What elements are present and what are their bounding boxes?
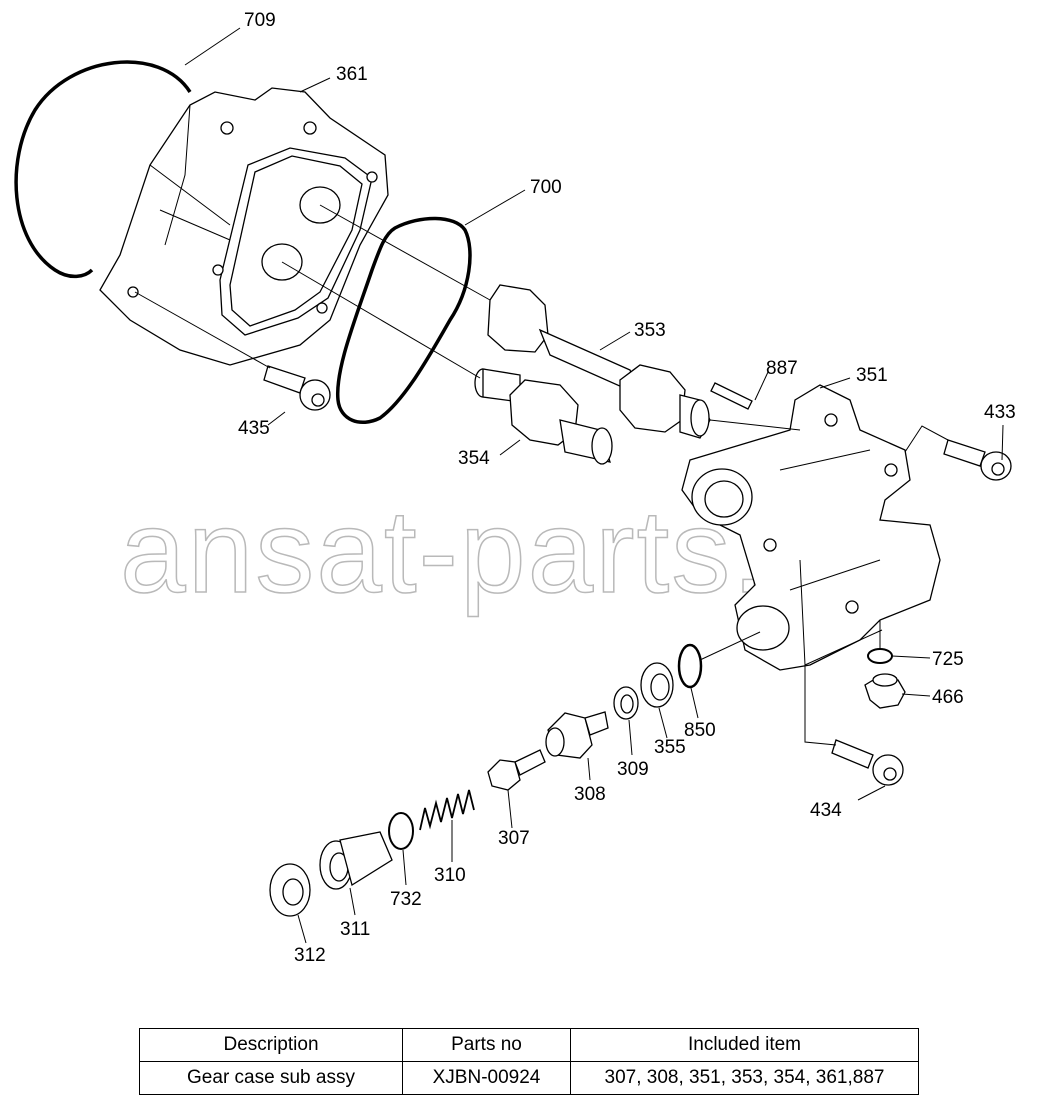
part-850-snap-ring	[677, 643, 703, 689]
table-header-included-item: Included item	[570, 1028, 919, 1062]
part-311-adjusting-screw	[319, 831, 393, 890]
exploded-parts-diagram: ansat-parts.ru	[14, 10, 1016, 966]
callout-466: 466	[932, 687, 964, 708]
callout-308: 308	[574, 784, 606, 805]
table-cell-description: Gear case sub assy	[139, 1061, 403, 1095]
callout-310: 310	[434, 865, 466, 886]
part-353-drive-gear-shaft	[487, 284, 711, 439]
part-307-poppet	[487, 749, 546, 791]
parts-table: Description Parts no Included item Gear …	[139, 1028, 919, 1095]
callout-700: 700	[530, 177, 562, 198]
callout-725: 725	[932, 649, 964, 670]
part-725-o-ring	[867, 648, 893, 664]
callout-355: 355	[654, 737, 686, 758]
part-361-gear-case-cover	[99, 87, 389, 366]
table-row: Gear case sub assy XJBN-00924 307, 308, …	[139, 1061, 919, 1095]
part-435-bolt	[263, 365, 331, 411]
part-466-plug	[864, 673, 906, 709]
callout-353: 353	[634, 320, 666, 341]
callout-309: 309	[617, 759, 649, 780]
part-354-driven-gear-shaft	[474, 368, 613, 465]
callout-435: 435	[238, 418, 270, 439]
callout-312: 312	[294, 945, 326, 966]
callout-709: 709	[244, 10, 276, 31]
leader-lines	[134, 27, 1004, 944]
callout-887: 887	[766, 358, 798, 379]
part-309-washer	[613, 686, 639, 720]
callout-850: 850	[684, 720, 716, 741]
callout-732: 732	[390, 889, 422, 910]
part-312-lock-nut	[269, 863, 311, 917]
callout-361: 361	[336, 64, 368, 85]
table-cell-parts-no: XJBN-00924	[402, 1061, 571, 1095]
part-355-bearing	[640, 662, 674, 708]
table-header-row: Description Parts no Included item	[139, 1028, 919, 1062]
part-351-gear-case-body	[681, 384, 941, 671]
table-cell-included-item: 307, 308, 351, 353, 354, 361,887	[570, 1061, 919, 1095]
table-header-description: Description	[139, 1028, 403, 1062]
part-308-piston	[545, 711, 609, 759]
part-887-pin	[710, 382, 753, 410]
callout-433: 433	[984, 402, 1016, 423]
part-732-o-ring	[388, 812, 414, 850]
part-310-spring	[419, 789, 475, 831]
callout-354: 354	[458, 448, 490, 469]
callout-307: 307	[498, 828, 530, 849]
callout-351: 351	[856, 365, 888, 386]
callout-311: 311	[340, 919, 370, 940]
table-header-parts-no: Parts no	[402, 1028, 571, 1062]
part-709-o-ring	[14, 60, 192, 279]
callout-434: 434	[810, 800, 842, 821]
part-434-bolt	[831, 739, 904, 786]
part-700-o-ring	[335, 216, 472, 424]
part-433-bolt	[943, 439, 1012, 481]
